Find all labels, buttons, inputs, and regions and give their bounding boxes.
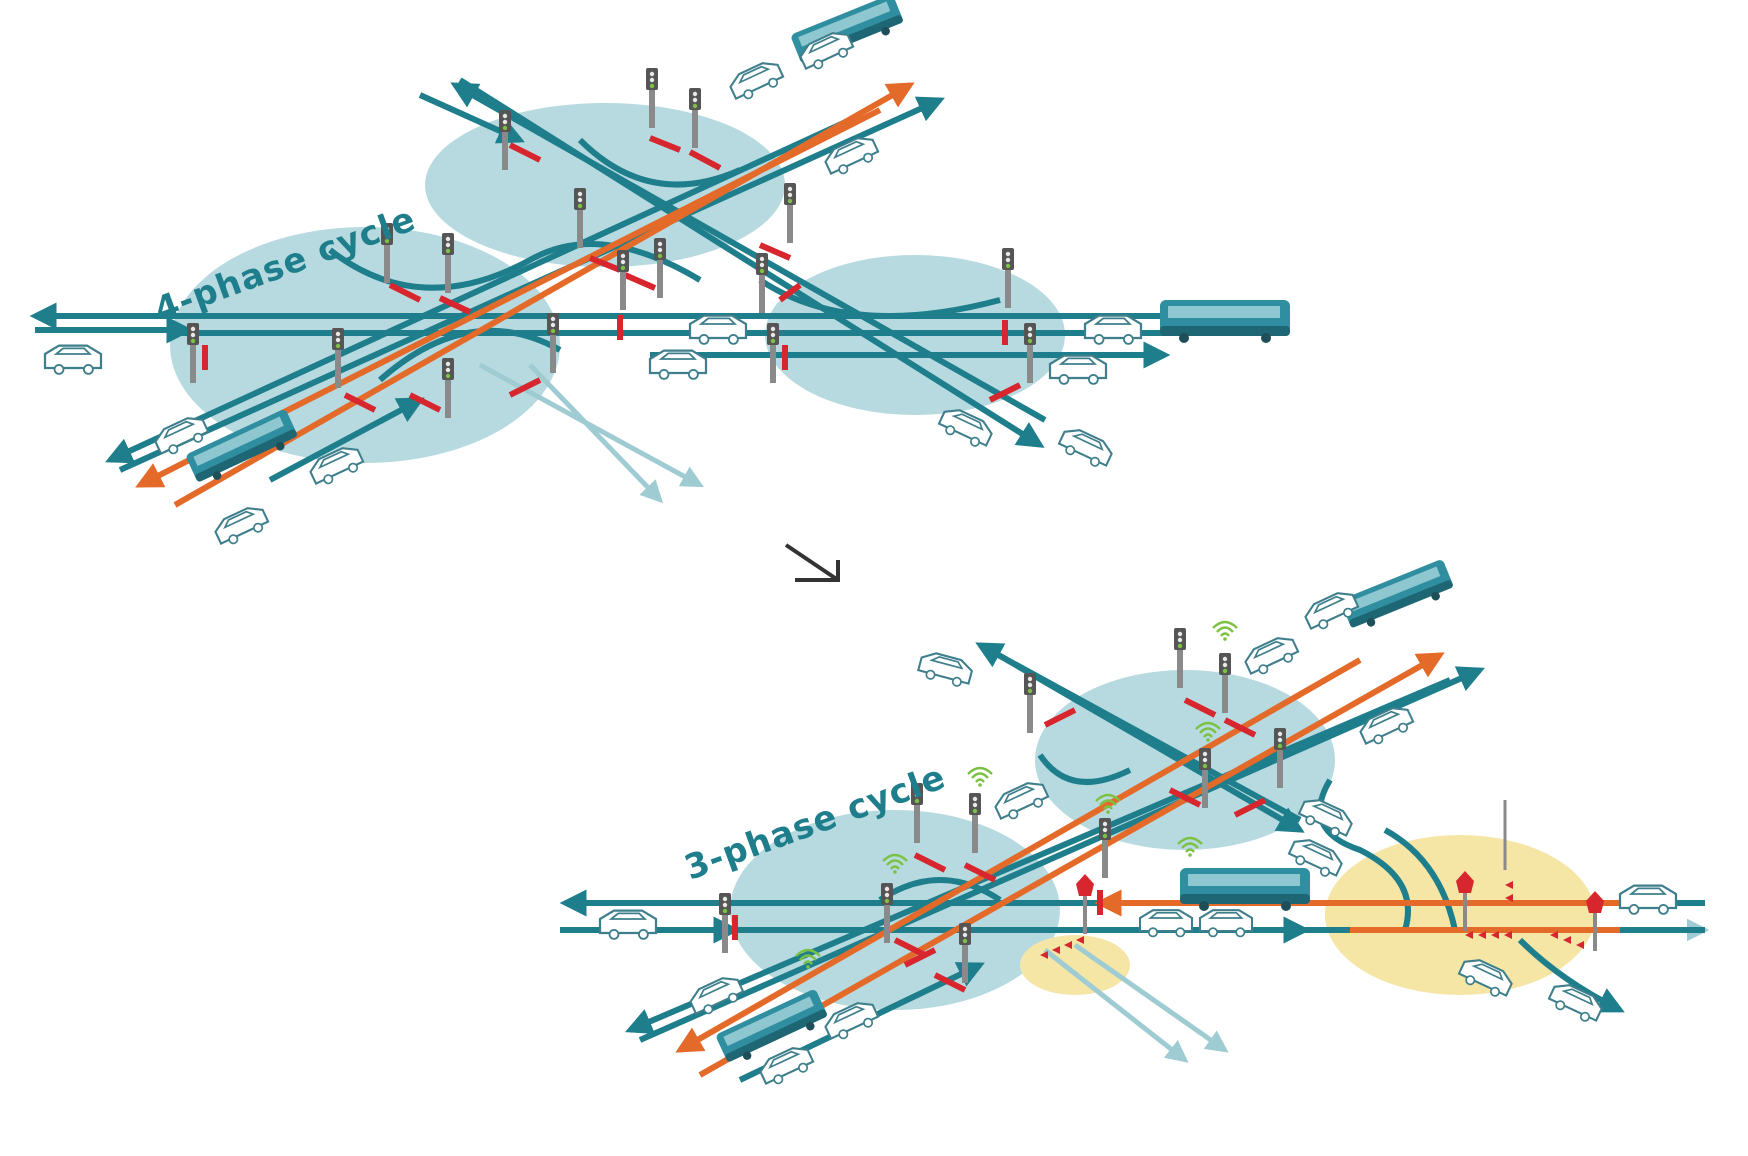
zone-bottom-yellow-crossing	[1020, 935, 1130, 995]
stop-lines-bottom	[732, 697, 1267, 993]
three-phase-intersection: 3-phase cycle	[559, 558, 1710, 1090]
arrow-down-right-icon	[784, 543, 840, 582]
pedestrian-flows-top	[478, 362, 704, 504]
stop-lines-top	[202, 135, 1022, 413]
give-way-markings	[1040, 881, 1584, 959]
four-phase-intersection: 4-phase cycle	[29, 0, 1290, 550]
vehicle-flows-top	[29, 77, 1171, 483]
zone-bottom-west	[730, 810, 1060, 1010]
